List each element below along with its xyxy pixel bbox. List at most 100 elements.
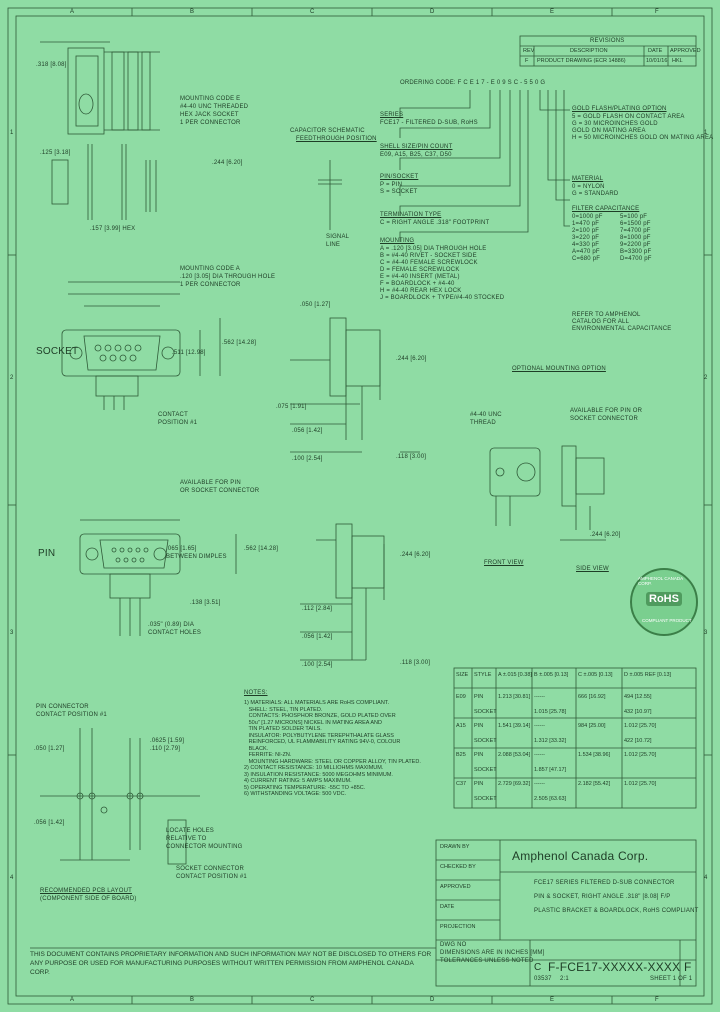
filter-value: C=680 pF bbox=[572, 256, 601, 262]
mounting-value: D = FEMALE SCREWLOCK bbox=[380, 267, 460, 273]
filter-value: 5=100 pF bbox=[620, 214, 648, 220]
callout-mounting-e: 1 PER CONNECTOR bbox=[180, 120, 241, 126]
table-header: C ±.005 [0.13] bbox=[578, 672, 613, 678]
rev-value: F bbox=[684, 960, 692, 974]
gold-value: GOLD ON MATING AREA bbox=[572, 128, 646, 134]
table-cell: 1.534 [38.96] bbox=[578, 752, 611, 758]
filter-value: 7=4700 pF bbox=[620, 228, 651, 234]
gold-value: H = 50 MICROINCHES GOLD ON MATING AREA bbox=[572, 135, 714, 141]
revisions-title: REVISIONS bbox=[590, 38, 625, 44]
shell-value: E09, A15, B25, C37, D50 bbox=[380, 152, 452, 158]
note-line: CONTACTS: PHOSPHOR BRONZE, GOLD PLATED O… bbox=[244, 713, 396, 719]
table-cell: ------ bbox=[534, 781, 545, 787]
zone-number: 3 bbox=[704, 630, 708, 636]
dimension-label: .056 [1.42] bbox=[292, 428, 323, 434]
mounting-value: A = .120 [3.05] DIA THROUGH HOLE bbox=[380, 246, 487, 252]
table-cell: SOCKET bbox=[474, 795, 497, 802]
title-line: PLASTIC BRACKET & BOARDLOCK, RoHS COMPLI… bbox=[534, 908, 699, 914]
dimension-label: .065 [1.65] bbox=[166, 546, 197, 552]
termination-title: TERMINATION TYPE bbox=[380, 212, 442, 218]
mounting-value: F = BOARDLOCK + #4-40 bbox=[380, 281, 455, 287]
schematic-title: FEEDTHROUGH POSITION bbox=[296, 136, 377, 142]
gold-title: GOLD FLASH/PLATING OPTION bbox=[572, 106, 667, 112]
note-line: INSULATOR: POLYBUTYLENE TEREPHTHALATE GL… bbox=[244, 732, 394, 739]
callout-thread: THREAD bbox=[470, 420, 496, 426]
revision-cell: 10/01/16 bbox=[646, 58, 668, 64]
table-cell: E09 bbox=[456, 694, 466, 700]
table-header: A ±.015 [0.38] bbox=[498, 672, 532, 678]
proprietary-notice: THIS DOCUMENT CONTAINS PROPRIETARY INFOR… bbox=[30, 951, 432, 976]
gold-value: 5 = GOLD FLASH ON CONTACT AREA bbox=[572, 114, 685, 120]
code-value: 03537 bbox=[534, 976, 552, 982]
table-header: B ±.005 [0.13] bbox=[534, 672, 569, 678]
filter-value: D=4700 pF bbox=[620, 256, 652, 262]
notes-list: 1) MATERIALS: ALL MATERIALS ARE RoHS COM… bbox=[244, 700, 421, 798]
zone-letter: E bbox=[550, 997, 555, 1003]
termination-value: C = RIGHT ANGLE .318" FOOTPRINT bbox=[380, 220, 490, 226]
dimension-label: .056 [1.42] bbox=[302, 634, 333, 640]
title-block-field: PROJECTION bbox=[440, 924, 476, 930]
zone-letter: F bbox=[655, 997, 659, 1003]
callout-available-pin: OR SOCKET CONNECTOR bbox=[180, 488, 260, 494]
callout-optional: AVAILABLE FOR PIN OR bbox=[570, 408, 643, 414]
table-cell: 1.012 [25.70] bbox=[624, 781, 657, 787]
title-block-field: CHECKED BY bbox=[440, 864, 476, 870]
table-cell: PIN bbox=[474, 723, 484, 729]
pcb-layout-label: RECOMMENDED PCB LAYOUT bbox=[40, 888, 132, 894]
notes-title: NOTES: bbox=[244, 690, 268, 696]
callout-mounting-a: .120 [3.05] DIA THROUGH HOLE bbox=[180, 274, 276, 280]
callout-mounting-e: HEX JACK SOCKET bbox=[180, 112, 239, 118]
shell-title: SHELL SIZE/PIN COUNT bbox=[380, 144, 453, 150]
dimension-label: .100 [2.54] bbox=[302, 662, 333, 668]
between-dimples: BETWEEN DIMPLES bbox=[166, 554, 227, 560]
note-line: 1) MATERIALS: ALL MATERIALS ARE RoHS COM… bbox=[244, 700, 390, 706]
rohs-logo: AMPHENOL CANADA CORP. RoHS COMPLIANT PRO… bbox=[630, 568, 698, 636]
dimension-label: .511 [12.98] bbox=[172, 350, 206, 356]
callout-optional: SOCKET CONNECTOR bbox=[570, 416, 638, 422]
revision-cell: HKL bbox=[672, 58, 683, 64]
revision-header: DATE bbox=[648, 48, 663, 54]
mounting-value: E = #4-40 INSERT (METAL) bbox=[380, 274, 460, 280]
mounting-value: H = #4-40 REAR HEX LOCK bbox=[380, 288, 462, 294]
note-line: TIN PLATED SOLDER TAILS. bbox=[244, 726, 322, 732]
table-cell: 1.213 [30.81] bbox=[498, 694, 531, 700]
dimension-label: .100 [2.54] bbox=[292, 456, 323, 462]
tolerance-note: TOLERANCES UNLESS NOTED bbox=[440, 958, 534, 964]
schematic-title: CAPACITOR SCHEMATIC bbox=[290, 128, 365, 134]
revision-cell: PRODUCT DRAWING (ECR 14886) bbox=[537, 58, 626, 64]
callout-available-pin: AVAILABLE FOR PIN bbox=[180, 480, 241, 486]
filter-note: CATALOG FOR ALL bbox=[572, 319, 630, 325]
table-cell: PIN bbox=[474, 752, 484, 758]
note-line: 6) WITHSTANDING VOLTAGE: 500 VDC. bbox=[244, 791, 347, 797]
front-view-label: FRONT VIEW bbox=[484, 560, 524, 566]
zone-letter: C bbox=[310, 997, 315, 1003]
zone-letter: B bbox=[190, 9, 195, 15]
dimension-label: .125 [3.18] bbox=[40, 150, 71, 156]
revision-header: REV bbox=[523, 48, 535, 54]
dimension-label: .244 [6.20] bbox=[212, 160, 243, 166]
zone-letter: F bbox=[655, 9, 659, 15]
note-line: SHELL: STEEL, TIN PLATED. bbox=[244, 706, 323, 713]
side-view-label: SIDE VIEW bbox=[576, 566, 609, 572]
table-cell: 2.729 [69.32] bbox=[498, 781, 531, 787]
dimension-label: .056 [1.42] bbox=[34, 820, 65, 826]
dimension-label: .562 [14.28] bbox=[222, 340, 257, 346]
zone-letter: B bbox=[190, 997, 195, 1003]
tolerance-note: DIMENSIONS ARE IN INCHES [MM] bbox=[440, 950, 545, 956]
filter-note: REFER TO AMPHENOL bbox=[572, 312, 641, 318]
pin-label: PIN bbox=[38, 548, 56, 559]
table-cell: ------ bbox=[534, 752, 545, 758]
table-cell: SOCKET bbox=[474, 708, 497, 715]
filter-value: 1=470 pF bbox=[572, 221, 600, 227]
table-cell: 432 [10.97] bbox=[624, 708, 652, 715]
note-line: 4) CURRENT RATING: 5 AMPS MAXIMUM. bbox=[244, 778, 352, 784]
revision-cell: F bbox=[525, 58, 529, 64]
company-name: Amphenol Canada Corp. bbox=[512, 849, 649, 863]
callout-locate-holes: RELATIVE TO bbox=[166, 836, 207, 842]
gold-value: G = 30 MICROINCHES GOLD bbox=[572, 121, 658, 127]
callout-locate-holes: LOCATE HOLES bbox=[166, 828, 214, 834]
table-cell: 2.182 [55.42] bbox=[578, 781, 611, 787]
table-cell: ------ bbox=[534, 723, 545, 729]
